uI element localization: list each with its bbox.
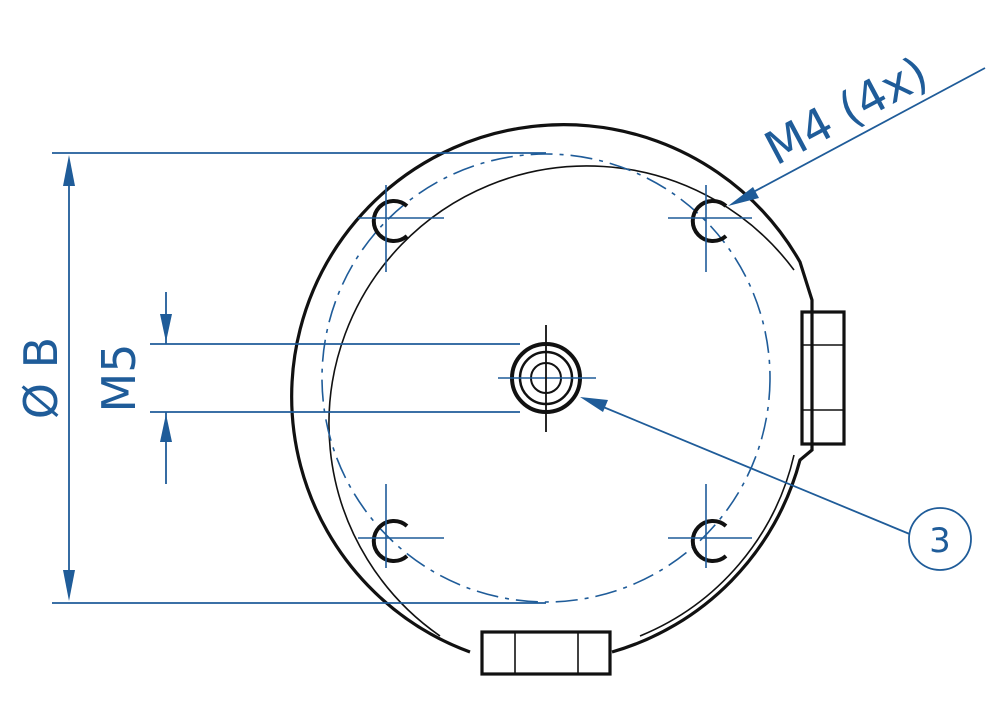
right-tab [800, 310, 846, 446]
thread-arc [371, 199, 409, 243]
hole-top-right [668, 185, 752, 272]
m4-leader: M4 (4x) [728, 45, 986, 206]
center-hole [498, 325, 596, 432]
arrowhead [728, 187, 759, 206]
arrowhead [580, 397, 608, 412]
part-body [290, 123, 814, 654]
body-inner-edge [328, 165, 795, 637]
callout-3: 3 [580, 397, 972, 571]
m5-dimension: M5 [92, 292, 520, 484]
m4-label: M4 (4x) [756, 45, 937, 175]
body-outline [290, 123, 814, 654]
bottom-tab-body [480, 630, 612, 676]
callout-circle [908, 507, 972, 571]
leader-line [595, 403, 913, 536]
bolt-circle [321, 153, 771, 603]
m5-label: M5 [92, 344, 146, 413]
callout-number: 3 [929, 521, 951, 561]
arrowhead [160, 414, 172, 442]
hole-bottom-left [358, 484, 444, 568]
thread-arc [690, 199, 728, 243]
arrowhead [63, 570, 75, 601]
body-inner-edge-lower [639, 454, 795, 637]
arrowhead [160, 314, 172, 342]
hole-bottom-right [668, 484, 752, 568]
diameter-dimension: Ø B [14, 152, 546, 604]
right-tab-body [800, 310, 846, 446]
thread-arc [690, 519, 728, 563]
bottom-tab [480, 630, 612, 676]
leader-line [743, 67, 986, 198]
arrowhead [63, 155, 75, 186]
diameter-label: Ø B [14, 337, 68, 419]
hole-top-left [358, 185, 444, 272]
thread-arc [371, 519, 409, 563]
